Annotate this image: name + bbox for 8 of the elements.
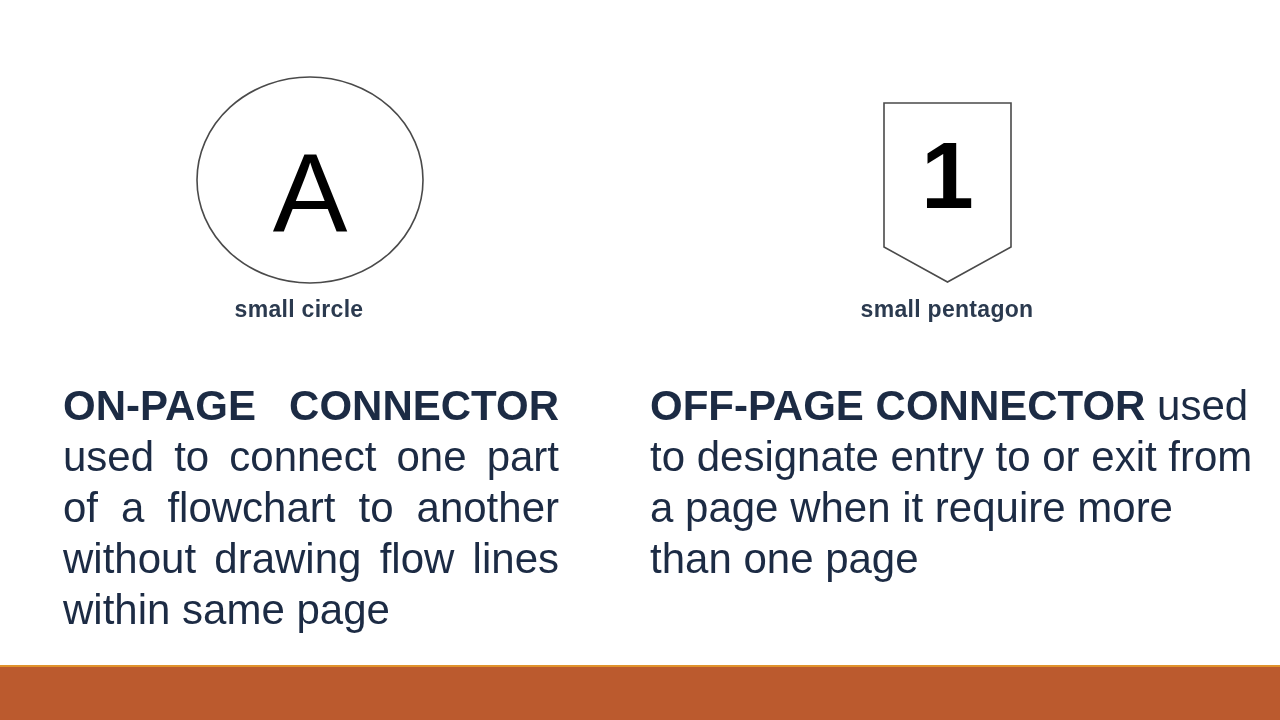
connector-label: 1 xyxy=(921,128,974,223)
description-paragraph: OFF-PAGE CONNECTOR used to designate entry to or exit from a page when it require more than one page xyxy=(650,381,1254,584)
connector-circle xyxy=(196,76,424,284)
shape-caption: small circle xyxy=(234,296,364,324)
connector-pentagon xyxy=(883,102,1012,283)
description-paragraph: ON-PAGE CONNECTOR used to connect one part of a flowchart to another without drawing flow lines within same page xyxy=(63,381,559,635)
connector-label: A xyxy=(272,137,348,249)
shape-caption: small pentagon xyxy=(860,296,1034,324)
